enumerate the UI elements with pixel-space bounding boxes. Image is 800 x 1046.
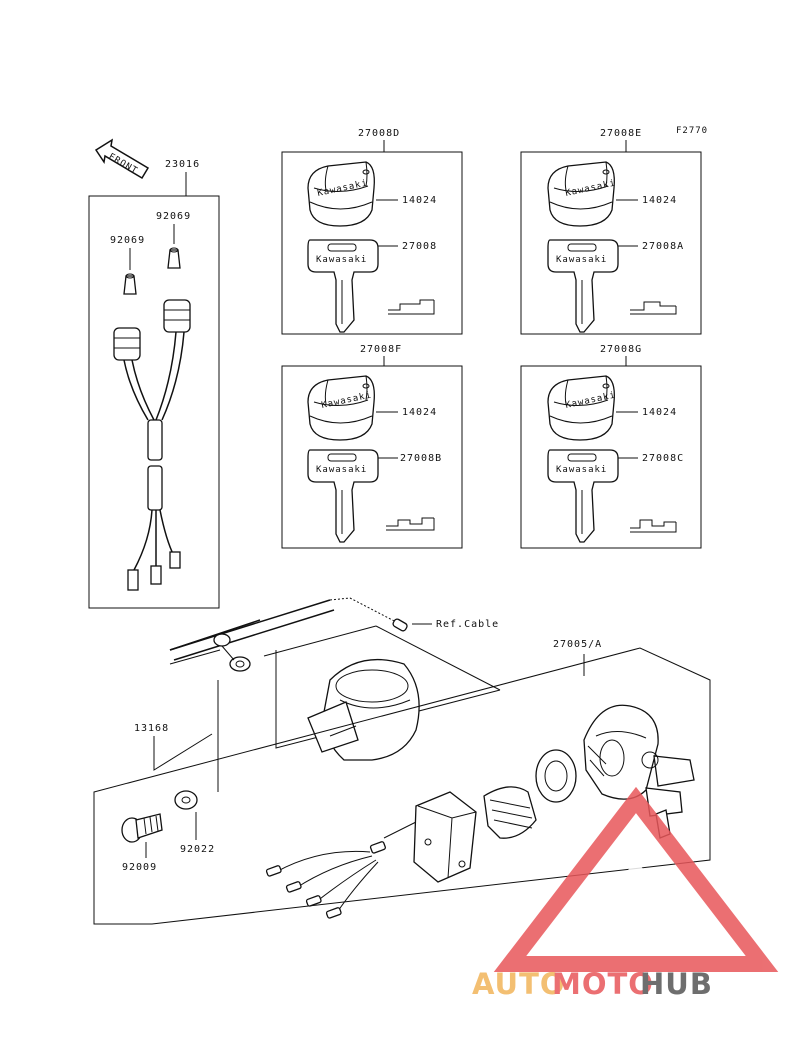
key-f <box>307 449 379 543</box>
cable <box>169 597 408 661</box>
watermark-hub: HUB <box>640 967 713 1001</box>
label-92009: 92009 <box>122 862 157 873</box>
label-27008a: 27008A <box>642 241 684 252</box>
watermark-moto: MOTO <box>552 967 654 1001</box>
figure-code: F2770 <box>676 126 708 136</box>
knob-g <box>547 375 615 441</box>
key-d-brand: Kawasaki <box>316 255 367 265</box>
bracket-outline <box>275 650 501 749</box>
bolt <box>121 813 163 843</box>
switch-body <box>383 786 537 883</box>
key-set-f-box <box>281 365 463 549</box>
label-27005a: 27005/A <box>553 639 602 650</box>
front-arrow-icon: FRONT <box>94 138 150 180</box>
key-d <box>307 239 379 333</box>
label-ref-cable: Ref.Cable <box>436 619 499 630</box>
wire-harness <box>113 299 191 591</box>
nut-ring <box>535 749 577 803</box>
knob-f <box>307 375 375 441</box>
switch-housing <box>307 658 420 761</box>
key-g-cut-profile <box>630 519 676 529</box>
label-27008f: 27008F <box>360 344 402 355</box>
key-g <box>547 449 619 543</box>
key-f-cut-profile <box>386 517 434 527</box>
switch-wires <box>265 841 386 919</box>
key-e <box>547 239 619 333</box>
label-14024-e: 14024 <box>642 195 677 206</box>
label-92069-left: 92069 <box>110 235 145 246</box>
label-23016: 23016 <box>165 159 200 170</box>
key-set-e-box <box>520 151 702 335</box>
front-label: FRONT <box>107 152 140 177</box>
handlebar-bracket <box>169 619 261 672</box>
label-27008e: 27008E <box>600 128 642 139</box>
key-set-g-box <box>520 365 702 549</box>
key-e-cut-profile <box>630 301 676 311</box>
cap-left <box>123 273 137 295</box>
label-13168: 13168 <box>134 723 169 734</box>
assembly-box <box>93 647 711 925</box>
automotohub-watermark: AUTO MOTO HUB <box>472 786 779 1001</box>
label-14024-d: 14024 <box>402 195 437 206</box>
key-d-cut-profile <box>388 299 434 311</box>
washer <box>174 790 198 810</box>
key-set-d-box <box>281 151 463 335</box>
switch-cover <box>583 704 659 800</box>
watermark-triangle-icon <box>493 786 779 972</box>
label-92022: 92022 <box>180 844 215 855</box>
label-14024-f: 14024 <box>402 407 437 418</box>
cap-right <box>167 247 181 269</box>
label-27008c: 27008C <box>642 453 684 464</box>
key-e-brand: Kawasaki <box>556 255 607 265</box>
label-27008b: 27008B <box>400 453 442 464</box>
label-92069-right: 92069 <box>156 211 191 222</box>
label-27008g: 27008G <box>600 344 642 355</box>
key-f-brand: Kawasaki <box>316 465 367 475</box>
key-g-brand: Kawasaki <box>556 465 607 475</box>
watermark-auto: AUTO <box>472 967 566 1001</box>
label-27008: 27008 <box>402 241 437 252</box>
label-14024-g: 14024 <box>642 407 677 418</box>
label-27008d: 27008D <box>358 128 400 139</box>
harness-kit-box <box>88 195 220 609</box>
